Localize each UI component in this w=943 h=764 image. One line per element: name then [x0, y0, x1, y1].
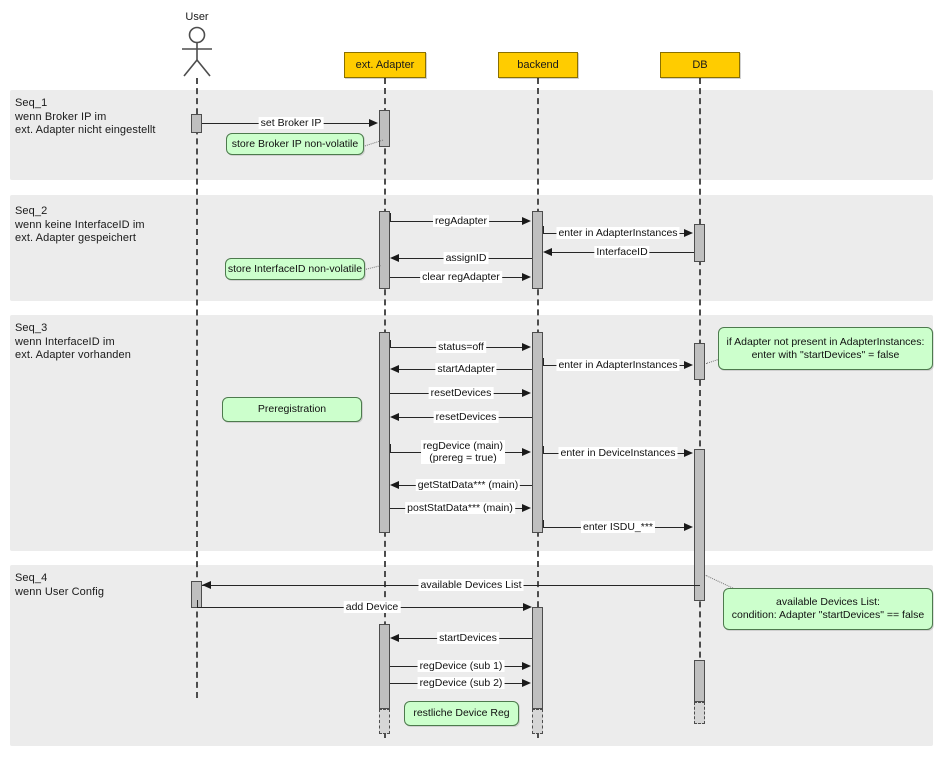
note-store-interface-id: store InterfaceID non-volatile — [225, 258, 365, 280]
message-label-enter-isdu: enter ISDU_*** — [580, 521, 656, 533]
fragment-block-seq2 — [10, 195, 933, 301]
message-arrow-reset-devices-1 — [522, 388, 531, 397]
message-stub-reg-adapter — [390, 213, 391, 222]
message-label-reg-device-sub-1: regDevice (sub 1) — [417, 660, 505, 672]
message-label-add-device: add Device — [343, 601, 401, 613]
activation-backend-seq4-end — [532, 709, 543, 734]
message-arrow-set-broker-ip — [369, 118, 378, 127]
note-preregistration: Preregistration — [222, 397, 362, 422]
activation-db-seq4 — [694, 660, 705, 702]
message-arrow-enter-adapter-instances-2 — [684, 360, 693, 369]
message-label-enter-adapter-instances-2: enter in AdapterInstances — [556, 359, 680, 371]
activation-user-seq4 — [191, 581, 202, 608]
activation-db-seq2 — [694, 224, 705, 262]
activation-user-seq1 — [191, 114, 202, 133]
activation-ext-adapter-seq2 — [379, 211, 390, 289]
activation-backend-seq3 — [532, 332, 543, 533]
message-label-reset-devices-2: resetDevices — [433, 411, 499, 423]
lifeline-db — [699, 78, 701, 708]
fragment-label-seq4: Seq_4 wenn User Config — [15, 572, 105, 598]
message-arrow-enter-adapter-instances-1 — [684, 228, 693, 237]
message-label-reg-device-sub-2: regDevice (sub 2) — [417, 677, 505, 689]
activation-ext-adapter-seq4-end — [379, 709, 390, 734]
activation-ext-adapter-seq3 — [379, 332, 390, 533]
message-label-enter-adapter-instances-1: enter in AdapterInstances — [556, 227, 680, 239]
note-adapter-not-present: if Adapter not present in AdapterInstanc… — [718, 327, 933, 370]
message-label-start-devices: startDevices — [437, 632, 499, 644]
message-label-post-stat-data: postStatData*** (main) — [405, 502, 515, 514]
message-arrow-clear-reg-adapter — [522, 272, 531, 281]
activation-backend-seq4 — [532, 607, 543, 709]
message-stub-reg-device-main — [390, 444, 391, 453]
message-label-interface-id: InterfaceID — [594, 246, 650, 258]
message-stub-status-off — [390, 340, 391, 348]
message-arrow-start-devices — [390, 633, 399, 642]
lifeline-user — [196, 78, 198, 698]
participant-ext-adapter[interactable]: ext. Adapter — [344, 52, 426, 78]
message-arrow-assign-id — [390, 253, 399, 262]
activation-ext-adapter-seq4 — [379, 624, 390, 709]
message-stub-enter-device-instances — [543, 446, 544, 454]
message-label-start-adapter: startAdapter — [435, 363, 497, 375]
activation-db-seq3-a — [694, 343, 705, 380]
activation-db-seq3-b — [694, 449, 705, 601]
activation-backend-seq2 — [532, 211, 543, 289]
stick-figure-actor-icon — [182, 26, 212, 77]
message-arrow-add-device — [523, 602, 532, 611]
message-arrow-post-stat-data — [522, 503, 531, 512]
message-label-reset-devices-1: resetDevices — [428, 387, 494, 399]
message-label-get-stat-data: getStatData*** (main) — [415, 479, 521, 491]
message-stub-enter-adapter-instances-1 — [543, 226, 544, 234]
fragment-label-seq3: Seq_3 wenn InterfaceID im ext. Adapter v… — [15, 322, 131, 361]
fragment-label-seq1: Seq_1 wenn Broker IP im ext. Adapter nic… — [15, 97, 156, 136]
message-arrow-reg-adapter — [522, 216, 531, 225]
message-label-reg-device-main: regDevice (main) (prereg = true) — [421, 440, 505, 464]
activation-ext-adapter-seq1 — [379, 110, 390, 147]
message-stub-enter-adapter-instances-2 — [543, 358, 544, 366]
message-arrow-start-adapter — [390, 364, 399, 373]
message-label-available-devices-list: available Devices List — [418, 579, 524, 591]
activation-db-seq4-end — [694, 702, 705, 724]
message-label-set-broker-ip: set Broker IP — [258, 117, 324, 129]
message-arrow-interface-id — [543, 247, 552, 256]
message-arrow-reset-devices-2 — [390, 412, 399, 421]
fragment-block-seq1 — [10, 90, 933, 180]
note-store-broker-ip: store Broker IP non-volatile — [226, 133, 364, 155]
participant-backend[interactable]: backend — [498, 52, 578, 78]
message-stub-add-device — [197, 600, 198, 608]
message-arrow-get-stat-data — [390, 480, 399, 489]
message-stub-enter-isdu — [543, 520, 544, 528]
message-arrow-enter-isdu — [684, 522, 693, 531]
fragment-label-seq2: Seq_2 wenn keine InterfaceID im ext. Ada… — [15, 205, 145, 244]
note-restliche-device-reg: restliche Device Reg — [404, 701, 519, 726]
message-arrow-status-off — [522, 342, 531, 351]
participant-db[interactable]: DB — [660, 52, 740, 78]
message-label-reg-adapter: regAdapter — [433, 215, 489, 227]
message-label-clear-reg-adapter: clear regAdapter — [420, 271, 502, 283]
message-label-enter-device-instances: enter in DeviceInstances — [558, 447, 678, 459]
note-available-devices-list: available Devices List: condition: Adapt… — [723, 588, 933, 630]
message-label-status-off: status=off — [436, 341, 486, 353]
message-arrow-available-devices-list — [202, 580, 211, 589]
message-arrow-reg-device-sub-2 — [522, 678, 531, 687]
actor-user-label: User — [185, 11, 209, 23]
message-arrow-reg-device-main — [522, 447, 531, 456]
message-arrow-enter-device-instances — [684, 448, 693, 457]
message-arrow-reg-device-sub-1 — [522, 661, 531, 670]
message-label-assign-id: assignID — [443, 252, 489, 264]
